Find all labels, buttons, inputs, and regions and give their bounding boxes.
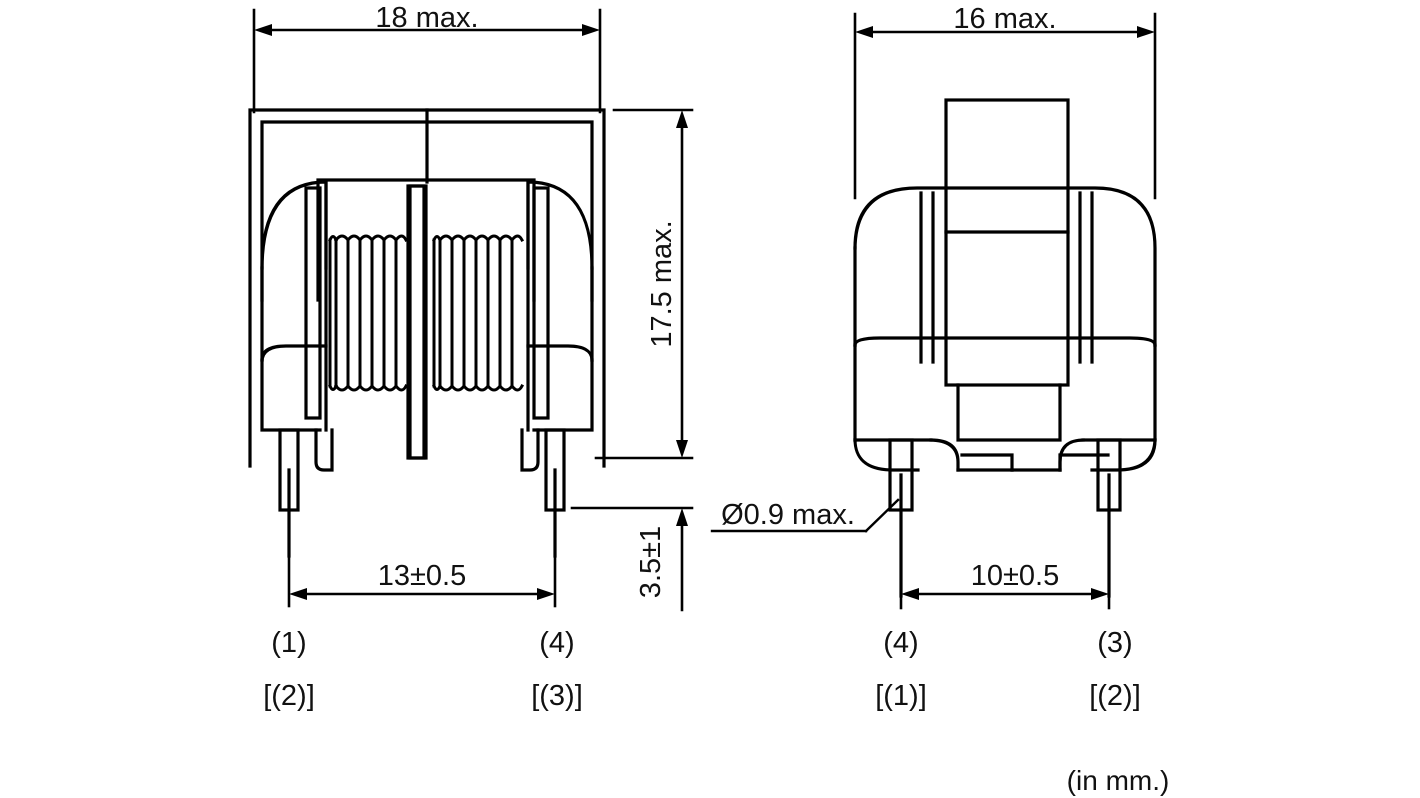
side-base-profile xyxy=(853,438,1157,472)
front-pin-pitch-dimension-label: 13±0.5 xyxy=(378,560,467,592)
side-width-extension-lines xyxy=(853,12,1157,200)
front-left-flange xyxy=(260,180,328,432)
side-body-outline xyxy=(853,186,1157,347)
front-width-dimension-label: 18 max. xyxy=(375,2,478,34)
front-left-winding xyxy=(328,234,409,392)
front-height-dimension xyxy=(594,108,694,460)
units-note: (in mm.) xyxy=(1067,765,1170,796)
side-core-block xyxy=(944,98,1070,387)
front-right-flange xyxy=(526,180,594,432)
front-pin-4-primary-label: (4) xyxy=(539,627,574,659)
front-pin-1-primary-label: (1) xyxy=(271,627,306,659)
side-bottom-block xyxy=(956,383,1062,442)
lead-diameter-leader xyxy=(710,498,900,533)
front-pin-pitch-dimension xyxy=(287,554,557,608)
front-right-winding xyxy=(432,234,525,392)
side-width-dimension-line xyxy=(855,26,1155,38)
side-width-dimension-label: 16 max. xyxy=(953,3,1056,35)
front-pin-1-alternate-label: [(2)] xyxy=(263,680,315,712)
front-width-dimension-line xyxy=(254,24,600,36)
side-pin-pitch-dimension xyxy=(899,558,1111,610)
side-pin-3-primary-label: (3) xyxy=(1097,627,1132,659)
side-lower-skirt xyxy=(853,336,1157,472)
side-pin-pitch-dimension-label: 10±0.5 xyxy=(971,560,1060,592)
side-pin-4-primary-label: (4) xyxy=(883,627,918,659)
front-left-leads xyxy=(278,428,334,558)
side-pin-3-alternate-label: [(2)] xyxy=(1089,680,1141,712)
front-pin-4-alternate-label: [(3)] xyxy=(531,680,583,712)
front-width-extension-lines xyxy=(252,8,602,114)
front-view-group xyxy=(248,8,694,612)
front-bobbin-plates xyxy=(304,184,550,460)
front-lead-length-dimension xyxy=(570,506,694,612)
front-right-leads xyxy=(520,428,566,558)
side-view-group xyxy=(710,12,1157,610)
front-height-dimension-label: 17.5 max. xyxy=(646,220,678,347)
front-lead-length-dimension-label: 3.5±1 xyxy=(635,526,667,598)
lead-diameter-label: Ø0.9 max. xyxy=(721,499,855,531)
side-pin-4-alternate-label: [(1)] xyxy=(875,680,927,712)
side-bobbin-ribs xyxy=(919,191,1094,364)
